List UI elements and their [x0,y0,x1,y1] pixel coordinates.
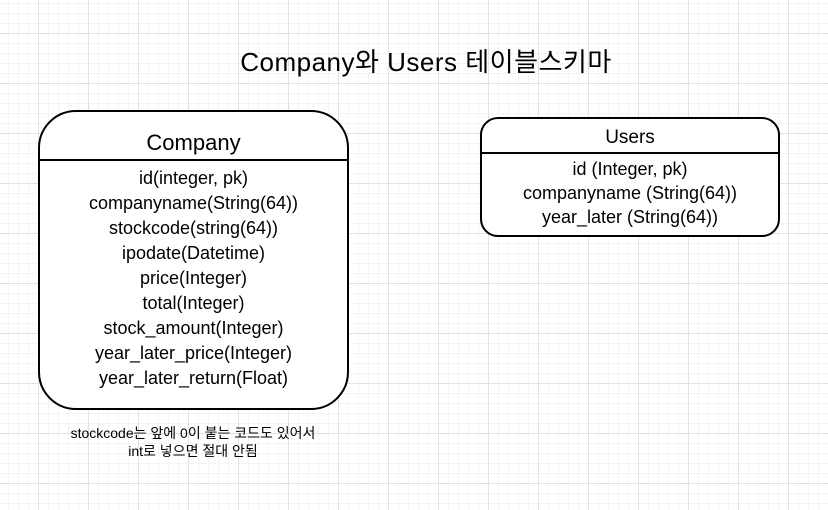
table-users-title: Users [482,119,778,154]
table-field: ipodate(Datetime) [121,243,266,263]
table-field: companyname(String(64)) [88,193,299,213]
table-company-title: Company [40,112,347,161]
table-field: stockcode(string(64)) [108,218,279,238]
table-field: year_later_price(Integer) [94,343,293,363]
table-field: stock_amount(Integer) [103,318,284,338]
table-shape-company[interactable]: Company id(integer, pk) companyname(Stri… [38,110,349,410]
table-field: total(Integer) [142,293,245,313]
table-users-fields: id (Integer, pk) companyname (String(64)… [482,154,778,229]
table-field: id (Integer, pk) [572,159,688,179]
table-company-fields: id(integer, pk) companyname(String(64)) … [40,161,347,391]
note-line: int로 넣으면 절대 안됨 [128,443,258,459]
note-text: stockcode는 앞에 0이 붙는 코드도 있어서 int로 넣으면 절대 … [38,424,348,460]
note-line: stockcode는 앞에 0이 붙는 코드도 있어서 [70,425,316,441]
table-field: price(Integer) [139,268,248,288]
table-shape-users[interactable]: Users id (Integer, pk) companyname (Stri… [480,117,780,237]
table-field: id(integer, pk) [138,168,249,188]
diagram-title: Company와 Users 테이블스키마 [240,47,612,77]
table-field: year_later (String(64)) [541,207,719,227]
table-field: companyname (String(64)) [522,183,738,203]
table-field: year_later_return(Float) [98,368,289,388]
